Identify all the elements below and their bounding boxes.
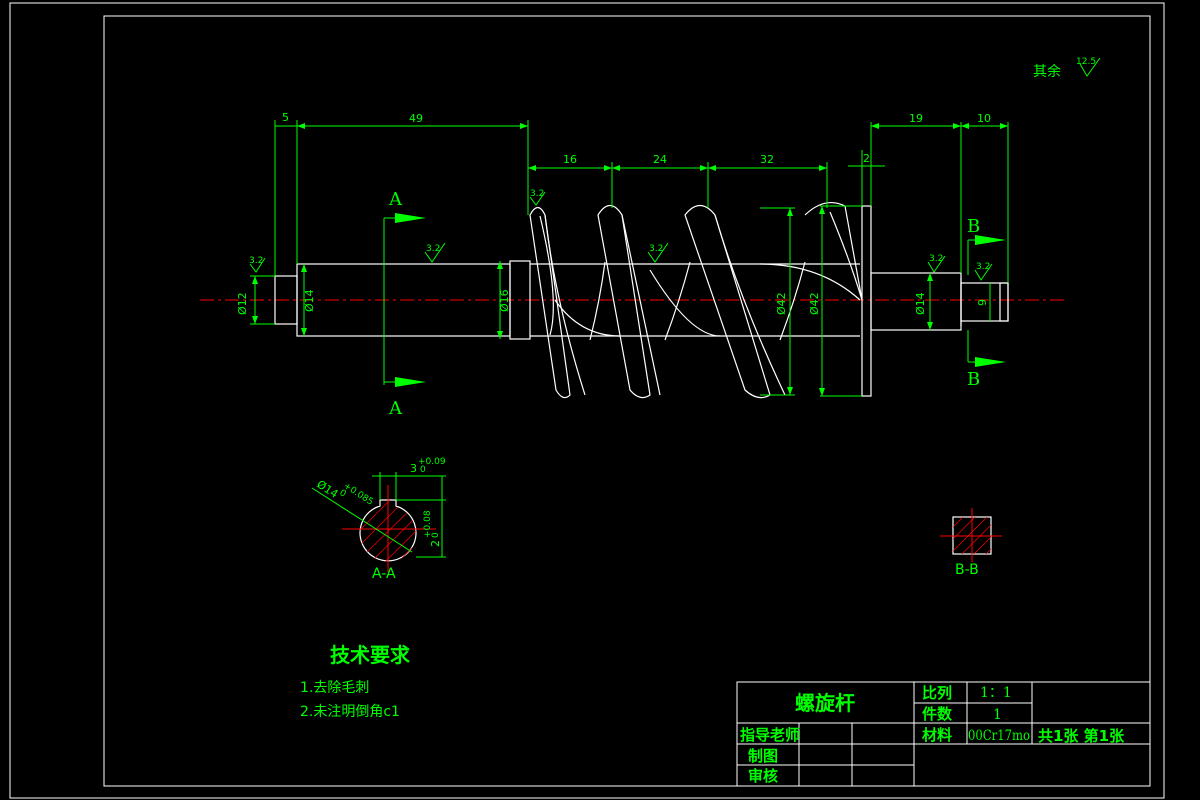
section-a-marker: A A bbox=[383, 189, 426, 419]
aa-diameter-tol-low: 0 bbox=[337, 488, 347, 500]
dim-dia12: Ø12 bbox=[236, 292, 249, 315]
section-aa-view: Ø14 +0.085 0 3 +0.09 0 2 +0.08 0 A-A bbox=[311, 457, 446, 582]
dim-dia42-a: Ø42 bbox=[775, 292, 788, 315]
aa-depth-tol: +0.08 bbox=[423, 510, 433, 538]
dim-19: 19 bbox=[909, 112, 923, 125]
dim-16: 16 bbox=[563, 153, 577, 166]
roughness-5: 3.2 bbox=[929, 254, 943, 264]
dim-dia16: Ø16 bbox=[498, 289, 511, 312]
qty-label: 件数 bbox=[922, 705, 953, 723]
tech-requirement-1: 1.去除毛刺 bbox=[300, 680, 369, 696]
tech-requirements: 技术要求 1.去除毛刺 2.未注明倒角c1 bbox=[300, 643, 411, 720]
material-label: 材料 bbox=[922, 726, 952, 744]
aa-depth: 2 bbox=[429, 540, 442, 547]
dim-2: 2 bbox=[863, 152, 870, 165]
checked-label: 审核 bbox=[748, 767, 778, 785]
section-bb-view: B-B bbox=[940, 508, 1002, 578]
roughness-value: 12.5 bbox=[1076, 57, 1096, 67]
section-mark-a-bottom: A bbox=[388, 398, 403, 419]
section-b-marker: B B bbox=[967, 216, 1006, 390]
part-name: 螺旋杆 bbox=[795, 691, 855, 715]
bb-label: B-B bbox=[955, 562, 979, 578]
sheet-info: 共1张 第1张 bbox=[1038, 727, 1125, 745]
roughness-symbols: 3.2 3.2 3.2 3.2 3.2 3.2 bbox=[249, 189, 993, 281]
dimensions-top: 5 49 16 24 32 2 19 10 bbox=[274, 111, 1009, 283]
tech-requirements-title: 技术要求 bbox=[330, 643, 411, 667]
material-value: 00Cr17mo bbox=[968, 728, 1030, 744]
section-mark-a-top: A bbox=[388, 189, 403, 210]
roughness-label: 其余 bbox=[1033, 63, 1061, 80]
dim-49: 49 bbox=[409, 112, 423, 125]
section-mark-b-top: B bbox=[967, 216, 980, 237]
dim-dia14-right: Ø14 bbox=[914, 292, 927, 315]
scale-value: 1：1 bbox=[980, 685, 1012, 701]
scale-label: 比列 bbox=[922, 684, 952, 702]
drawn-label: 制图 bbox=[748, 747, 778, 765]
general-roughness-note: 其余 12.5 bbox=[1033, 57, 1101, 80]
tech-requirement-2: 2.未注明倒角c1 bbox=[300, 704, 400, 720]
dim-10: 10 bbox=[977, 112, 991, 125]
dimensions-diameters: Ø12 Ø14 Ø16 Ø42 Ø42 Ø14 9 bbox=[236, 205, 991, 397]
dim-dia42-b: Ø42 bbox=[808, 292, 821, 315]
roughness-6: 3.2 bbox=[976, 262, 990, 272]
roughness-2: 3.2 bbox=[426, 244, 440, 254]
qty-value: 1 bbox=[993, 707, 1002, 723]
screw-shaft bbox=[274, 205, 1009, 397]
inner-border bbox=[103, 15, 1151, 787]
aa-depth-tol-low: 0 bbox=[431, 532, 441, 538]
roughness-4: 3.2 bbox=[649, 244, 663, 254]
aa-diameter-tol: +0.085 bbox=[341, 481, 374, 508]
roughness-1: 3.2 bbox=[249, 256, 263, 266]
outer-border bbox=[9, 2, 1165, 799]
dim-9: 9 bbox=[976, 299, 989, 306]
aa-keyway-width-tol-low: 0 bbox=[420, 465, 426, 475]
dim-dia14-left: Ø14 bbox=[303, 289, 316, 312]
aa-keyway-width: 3 bbox=[410, 462, 417, 475]
advisor-label: 指导老师 bbox=[740, 726, 800, 744]
dim-32: 32 bbox=[760, 153, 774, 166]
dim-24: 24 bbox=[653, 153, 667, 166]
aa-label: A-A bbox=[372, 566, 396, 582]
dim-5: 5 bbox=[282, 111, 289, 124]
aa-keyway-width-tol: +0.09 bbox=[418, 457, 446, 467]
roughness-3: 3.2 bbox=[530, 189, 544, 199]
title-block: 螺旋杆 比列 1：1 件数 1 材料 00Cr17mo 共1张 第1张 指导老师… bbox=[736, 681, 1151, 787]
section-mark-b-bottom: B bbox=[967, 369, 980, 390]
